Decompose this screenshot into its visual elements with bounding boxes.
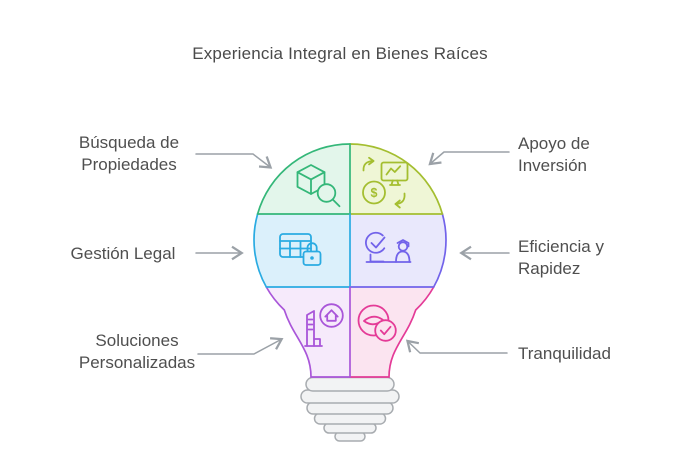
callout-gestion-legal: Gestión Legal (23, 243, 223, 265)
cube-search-icon (296, 164, 341, 208)
bulb-section-middle-right (350, 214, 446, 287)
callout-busqueda-de-propiedades: Búsqueda de Propiedades (29, 132, 229, 176)
monitor (380, 161, 409, 182)
callout-line: Rapidez (518, 259, 581, 278)
base-thread (306, 401, 394, 415)
graduate-cap (396, 239, 410, 248)
check-circle-mark (379, 325, 392, 336)
callout-apoyo-de-inversion: Apoyo de Inversión (518, 133, 590, 177)
check-circle (374, 319, 397, 342)
lock-shackle (306, 242, 318, 253)
graduate-check-icon (365, 231, 412, 263)
callout-soluciones-personalizadas: Soluciones Personalizadas (37, 330, 237, 374)
monitor-stand (389, 179, 401, 186)
border-top-left (256, 143, 351, 215)
check-mark (370, 236, 386, 249)
building-home-icon (304, 303, 344, 347)
bulb-borders (253, 143, 447, 378)
building-windows (307, 318, 314, 331)
border-middle-left (253, 213, 268, 288)
arrow-apoyo-de-inversion (428, 151, 510, 166)
person-body (395, 250, 411, 263)
table-lock-icon (279, 233, 322, 266)
building-annex (304, 338, 323, 347)
table-frame (279, 233, 312, 258)
table-grid (279, 240, 312, 258)
cycle-arrow-top (362, 160, 374, 172)
cycle-arrow-bottom-head (394, 199, 401, 209)
home-circle (319, 303, 344, 328)
callout-eficiencia-y-rapidez: Eficiencia y Rapidez (518, 236, 604, 280)
callout-line: Personalizadas (78, 353, 196, 372)
callout-line: Búsqueda de (78, 133, 180, 152)
arrow-tranquilidad (405, 339, 508, 354)
callout-line: Tranquilidad (518, 344, 611, 363)
bulb-section-bottom-left (266, 287, 350, 377)
bulb-section-middle-left (254, 214, 350, 287)
callout-line: Apoyo de (518, 134, 590, 153)
investment-cycle-icon: $ (362, 156, 409, 209)
magnifier-lens (316, 183, 337, 203)
laptop (369, 253, 385, 263)
arrow-soluciones-personalizadas (197, 337, 284, 355)
callout-line: Soluciones (95, 331, 179, 350)
cycle-arrow-top-head (368, 156, 375, 166)
border-bottom-right (349, 286, 435, 378)
check-arc (365, 231, 386, 254)
callout-tranquilidad: Tranquilidad (518, 343, 611, 365)
base-thread (305, 376, 395, 392)
home-glyph (324, 309, 339, 322)
callout-line: Propiedades (81, 155, 177, 174)
building-tower (306, 310, 315, 347)
callout-line: Eficiencia y (518, 237, 604, 256)
lock-keyhole (310, 256, 314, 260)
border-middle-right (432, 213, 447, 288)
base-thread (300, 389, 400, 404)
page-title: Experiencia Integral en Bienes Raíces (192, 44, 488, 63)
cube-left (296, 171, 312, 195)
bulb-base (300, 376, 400, 442)
callout-line: Gestión Legal (70, 244, 176, 263)
arrow-busqueda-de-propiedades (195, 153, 273, 169)
callout-line: Inversión (518, 156, 587, 175)
dollar-glyph: $ (371, 186, 378, 200)
chart-line (385, 165, 402, 176)
handshake-check-icon (357, 304, 397, 342)
callout-arrows (195, 151, 510, 355)
magnifier-handle (332, 198, 341, 208)
dollar-circle (362, 180, 386, 205)
border-bottom-left (265, 286, 351, 378)
